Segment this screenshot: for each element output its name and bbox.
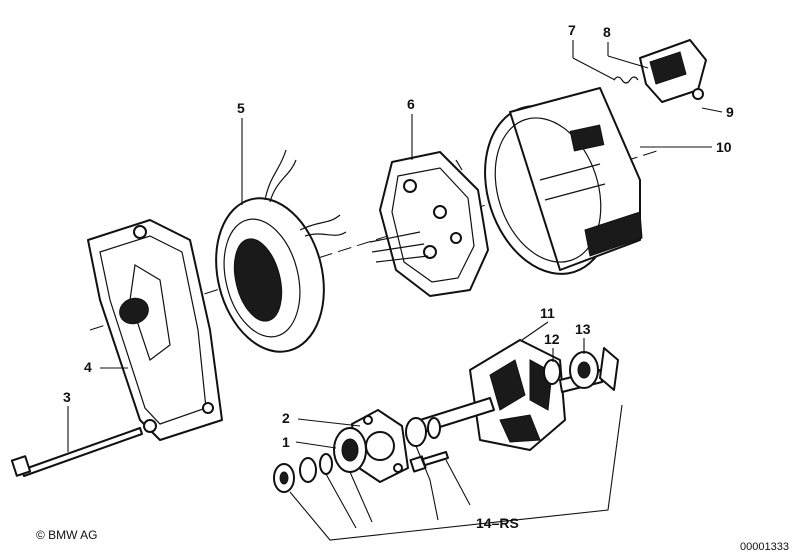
- stator-part-5: [215, 149, 347, 353]
- callout-5: 5: [237, 100, 245, 116]
- callout-9: 9: [726, 104, 734, 120]
- callout-4: 4: [84, 359, 92, 375]
- callout-1: 1: [282, 434, 290, 450]
- spacer-part-12: [543, 359, 561, 385]
- rectifier-part-6: [369, 151, 489, 297]
- callout-6: 6: [407, 96, 415, 112]
- callout-14rs: 14–RS: [476, 515, 519, 531]
- copyright-notice: © BMW AG: [36, 528, 98, 542]
- leader-lines: [67, 40, 723, 452]
- callout-12: 12: [544, 331, 560, 347]
- regulator-part-8-9: [639, 39, 707, 103]
- document-number: 00001333: [740, 541, 789, 553]
- callout-10: 10: [716, 139, 732, 155]
- bearing-part-13: [569, 351, 599, 389]
- kit-bracket-14rs: [289, 404, 623, 541]
- callout-11: 11: [540, 305, 555, 321]
- callout-3: 3: [63, 389, 71, 405]
- callout-13: 13: [575, 321, 591, 337]
- through-bolt-part-3: [10, 427, 143, 477]
- callout-8: 8: [603, 24, 611, 40]
- callout-7: 7: [568, 22, 576, 38]
- front-bearing-part-1: [333, 427, 367, 473]
- clip-right: [599, 347, 619, 391]
- rear-cover-part-10: [484, 87, 643, 275]
- end-housing-part-4: [87, 219, 223, 441]
- spring-part-7: [613, 76, 639, 84]
- washers-set: [273, 417, 441, 493]
- callout-2: 2: [282, 410, 290, 426]
- small-bolt: [409, 451, 449, 473]
